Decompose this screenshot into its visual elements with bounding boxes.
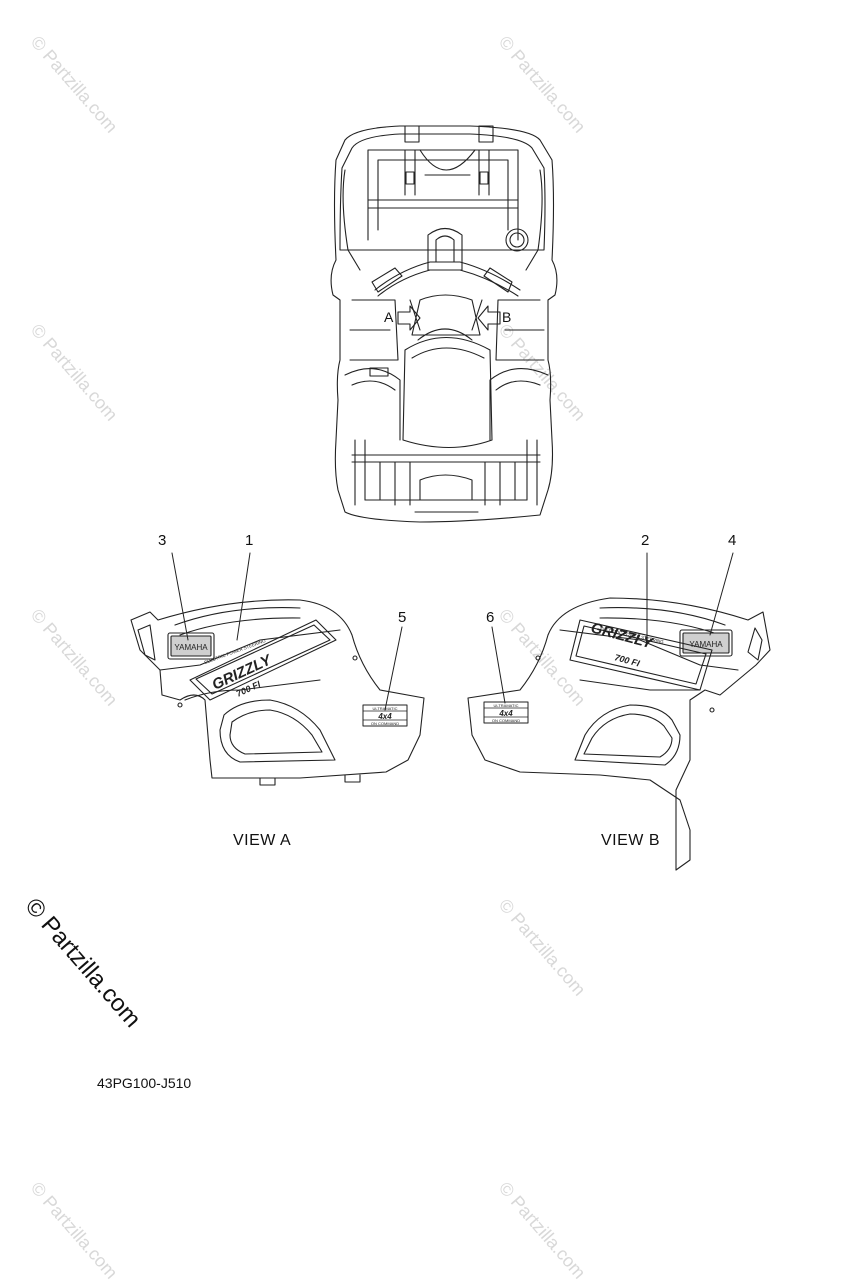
callout-4: 4: [728, 532, 737, 549]
callout-1: 1: [245, 532, 254, 549]
decal-on-command-a: ON COMMAND: [371, 721, 399, 726]
decal-4x4-a: 4x4: [377, 712, 392, 721]
view-a-label: VIEW A: [233, 832, 292, 849]
arrow-label-a: A: [384, 309, 394, 325]
diagram-part-code: 43PG100-J510: [97, 1075, 192, 1091]
view-b-panel: [467, 597, 771, 871]
callout-3: 3: [158, 532, 167, 549]
decal-ultramatic-b: ULTRAMATIC: [494, 703, 519, 708]
callout-2: 2: [641, 532, 650, 549]
atv-top-view: [330, 125, 558, 523]
callout-5: 5: [398, 609, 407, 626]
decal-yamaha-a: YAMAHA: [174, 643, 208, 652]
view-a-panel: [130, 599, 425, 786]
callout-6: 6: [486, 609, 495, 626]
decal-ultramatic-a: ULTRAMATIC: [373, 706, 398, 711]
decal-4x4-b: 4x4: [498, 709, 513, 718]
decal-yamaha-b: YAMAHA: [689, 640, 723, 649]
leader-lines: [171, 552, 734, 711]
arrow-label-b: B: [502, 309, 512, 325]
view-b-label: VIEW B: [601, 832, 661, 849]
parts-diagram: YAMAHA YAMAHA GRIZZLY 700 FI ELECTRIC PO…: [130, 125, 771, 871]
decal-on-command-b: ON COMMAND: [492, 718, 520, 723]
